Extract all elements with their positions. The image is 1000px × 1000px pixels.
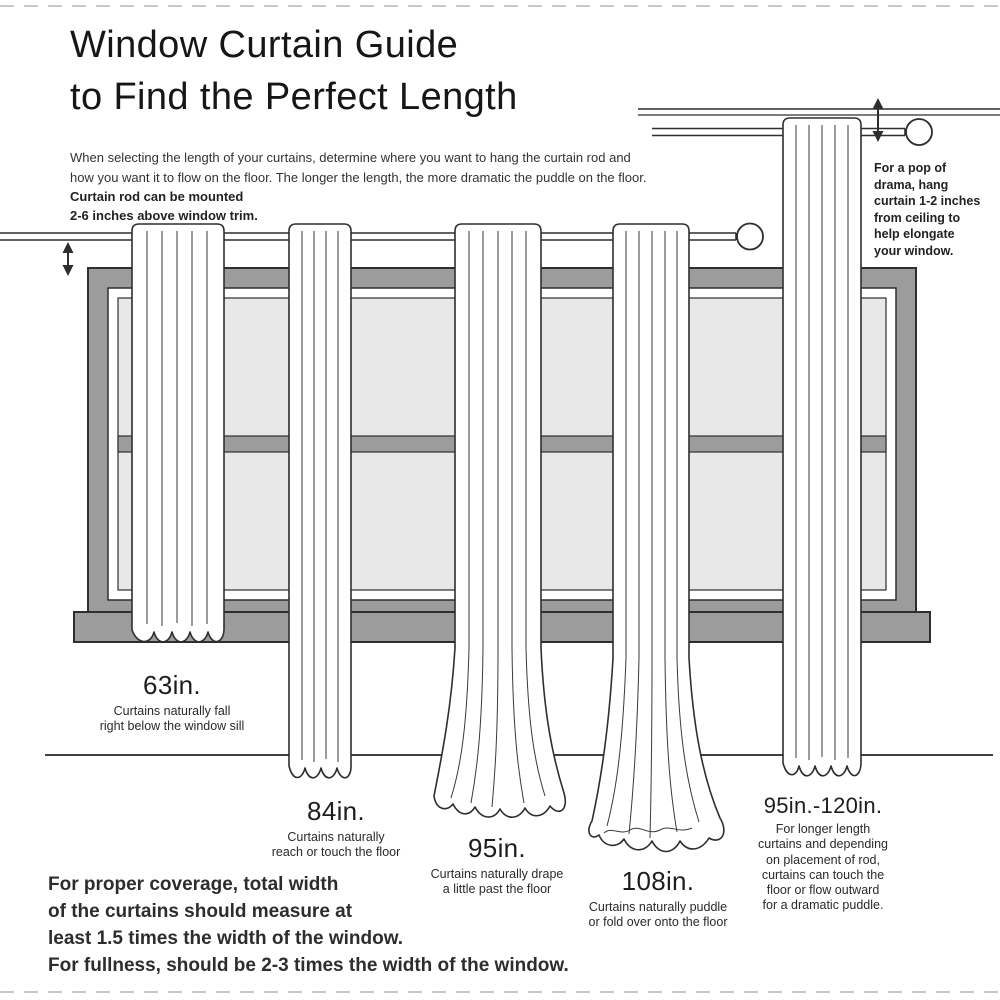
fold-line [470,231,484,804]
curtain-length-63in: 63in. [143,670,201,700]
curtain-84in-folds [301,231,339,762]
rod-mount-note: Curtain rod can be mounted 2-6 inches ab… [70,189,258,223]
curtain-108in-shape [588,223,725,853]
fold-line [628,231,640,835]
curtain-95-120in [782,117,862,777]
fold-line [525,231,546,797]
curtain-63in-folds [146,231,208,626]
ceiling-gap-arrow-icon [872,98,884,142]
curtain-length-108in: 108in. [621,866,695,896]
curtain-label-108in: 108in. Curtains naturally puddle or fold… [589,866,728,931]
fold-line [511,231,525,804]
page-title: Window Curtain Guide to Find the Perfect… [70,24,518,118]
rod-height-arrow-icon [62,242,74,276]
curtain-63in [131,223,225,643]
ceiling-line [638,108,1000,116]
curtain-84in [288,223,352,779]
curtain-95in-folds [450,231,546,808]
curtain-length-95-120in: 95in.-120in. [763,793,883,818]
curtain-description-108in: Curtains naturally puddle or fold over o… [588,900,728,930]
curtain-95in-shape [433,223,567,818]
rod-height-arrow-down-head [62,265,74,276]
curtain-label-84in: 84in. Curtains naturally reach or touch … [272,796,401,861]
fold-line [450,231,470,799]
curtain-95in [433,223,567,818]
intro-text: When selecting the length of your curtai… [70,150,647,185]
ceiling-rod [652,118,933,146]
curtain-108in [588,223,725,853]
ceiling-rod-finial-ball [905,118,933,146]
curtain-108in-puddle-fold [603,827,693,834]
curtain-length-95in: 95in. [468,833,526,863]
fold-line [491,231,499,808]
ceiling-drama-note: For a pop of drama, hang curtain 1-2 inc… [874,161,981,258]
curtain-95-120in-folds [795,125,849,760]
curtain-rod-finial-ball [736,222,764,251]
curtain-label-95-120in: 95in.-120in. For longer length curtains … [758,793,888,914]
fold-line [606,231,627,827]
rod-height-arrow-up-head [62,242,74,253]
coverage-note: For proper coverage, total width of the … [48,874,569,976]
ceiling-gap-arrow-up-head [872,98,884,109]
curtain-description-63in: Curtains naturally fall right below the … [99,704,245,734]
curtain-length-84in: 84in. [307,796,365,826]
curtain-description-84in: Curtains naturally reach or touch the fl… [271,830,401,860]
curtain-108in-folds [606,231,700,839]
fold-line [649,231,653,839]
curtain-84in-shape [288,223,352,779]
curtain-label-63in: 63in. Curtains naturally fall right belo… [100,670,245,735]
curtain-description-95-120in: For longer length curtains and depending… [758,822,888,913]
curtain-63in-shape [131,223,225,643]
fold-line [664,231,678,833]
curtain-description-95in: Curtains naturally drape a little past t… [430,867,564,897]
ceiling-gap-arrow-down-head [872,131,884,142]
fold-line [676,231,700,823]
curtain-label-95in: 95in. Curtains naturally drape a little … [431,833,564,898]
